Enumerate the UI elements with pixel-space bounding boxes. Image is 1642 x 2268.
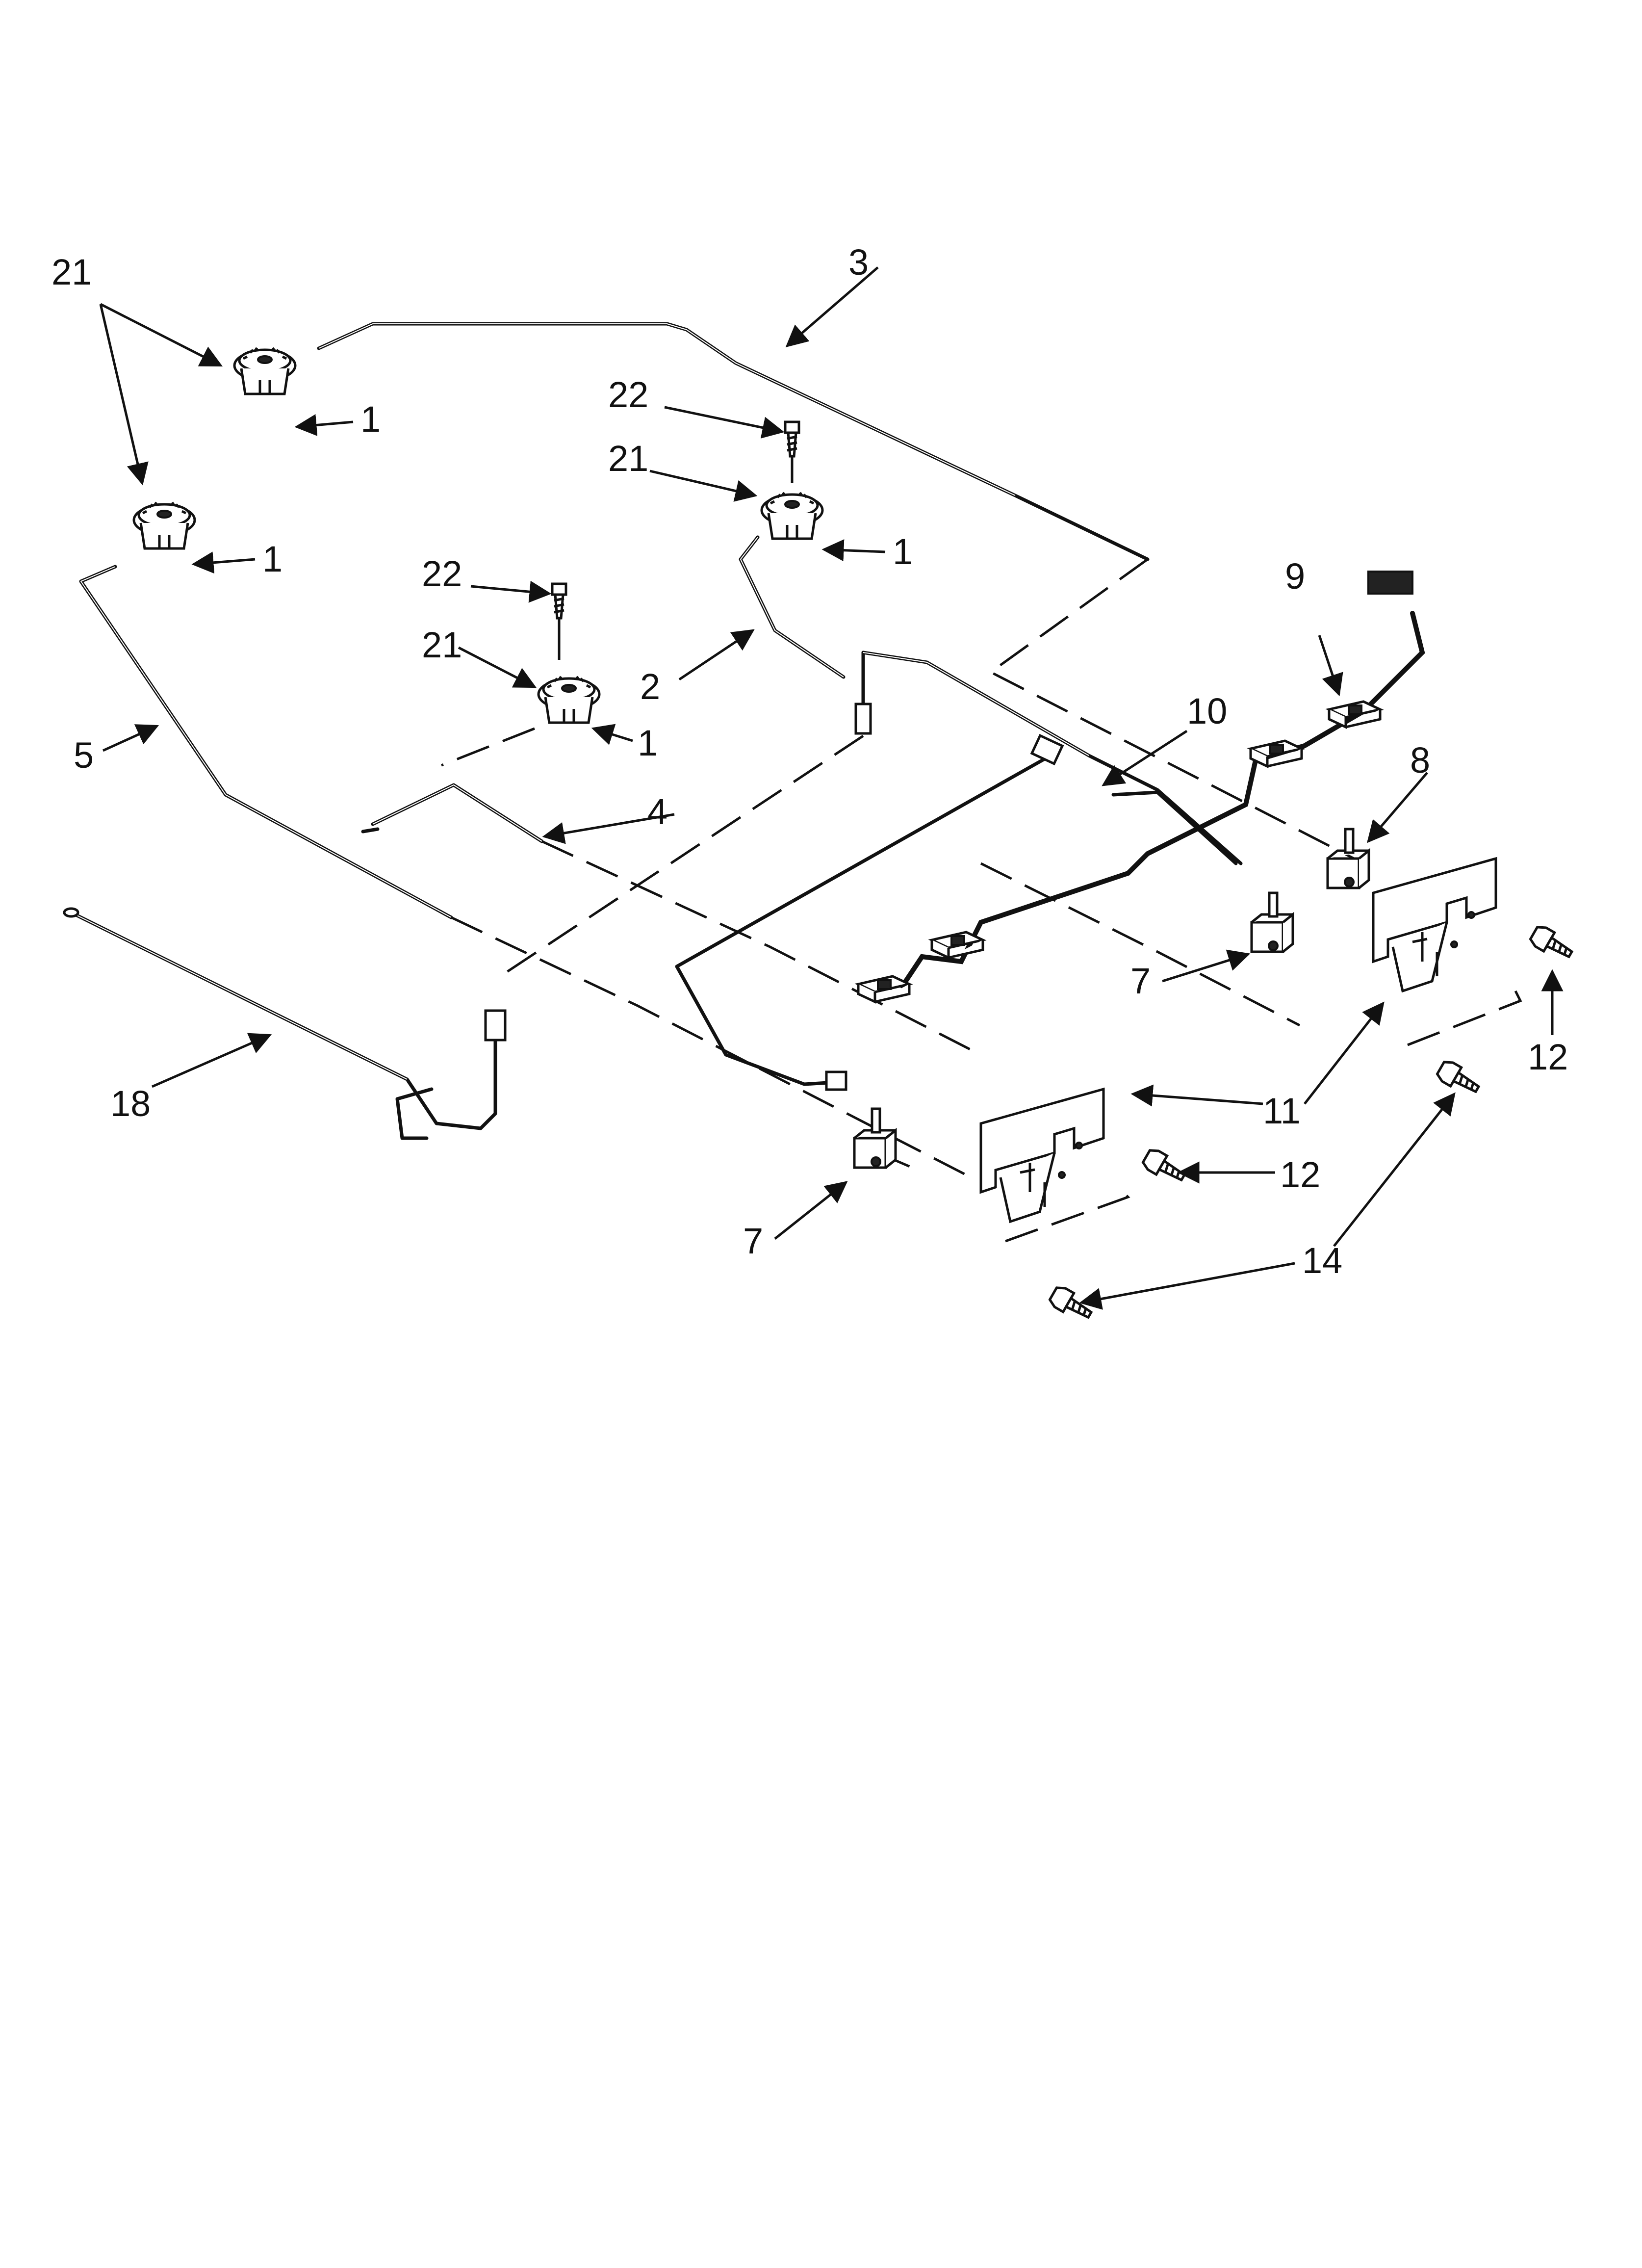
callout-22: 22 xyxy=(608,374,648,415)
callout-2: 2 xyxy=(640,666,660,707)
callout-21: 21 xyxy=(608,438,648,479)
callout-4: 4 xyxy=(647,791,667,832)
tube-4 xyxy=(361,783,544,843)
screw-icon xyxy=(1528,924,1575,964)
burner-icon xyxy=(234,348,295,394)
callout-1: 1 xyxy=(360,399,381,440)
callout-11: 11 xyxy=(1263,1091,1301,1131)
callout-18: 18 xyxy=(110,1083,151,1124)
connector-icon xyxy=(1367,571,1413,595)
callout-7: 7 xyxy=(1130,961,1151,1001)
callouts: 21 3 22 1 21 1 1 22 9 21 2 10 1 5 8 4 7 … xyxy=(51,242,1568,1281)
callout-22: 22 xyxy=(422,553,462,594)
callout-10: 10 xyxy=(1187,691,1227,731)
callout-9: 9 xyxy=(1285,556,1305,597)
callout-7: 7 xyxy=(743,1221,763,1261)
screw-icon xyxy=(1435,1059,1482,1098)
switch-icon xyxy=(932,932,983,958)
bracket-icon xyxy=(981,1089,1103,1222)
screw-icon xyxy=(1048,1284,1095,1324)
assembly-lines xyxy=(441,558,1522,1243)
screw-icon xyxy=(785,422,799,456)
callout-8: 8 xyxy=(1410,740,1430,781)
igniter-harness xyxy=(858,571,1425,1002)
callout-21: 21 xyxy=(51,252,92,292)
leader-lines xyxy=(99,266,1564,1310)
screw-icon xyxy=(1141,1147,1188,1187)
callout-21: 21 xyxy=(422,625,462,665)
burner-icon xyxy=(134,502,195,548)
callout-5: 5 xyxy=(74,735,94,776)
screw-icon xyxy=(552,584,566,618)
callout-1: 1 xyxy=(893,531,913,572)
bracket-icon xyxy=(1373,859,1496,991)
callout-12: 12 xyxy=(1528,1037,1568,1077)
tube-3 xyxy=(317,322,1150,561)
valve-icon xyxy=(1328,829,1369,888)
switch-icon xyxy=(1329,702,1380,727)
callout-3: 3 xyxy=(848,242,869,283)
tube-10 xyxy=(675,651,1243,1091)
valve-icon xyxy=(1252,893,1293,952)
callout-1: 1 xyxy=(638,723,658,763)
valve-icon xyxy=(854,1109,896,1168)
callout-14: 14 xyxy=(1302,1240,1342,1281)
switch-icon xyxy=(1251,741,1302,766)
burner-icon xyxy=(762,493,822,539)
callout-1: 1 xyxy=(262,539,282,579)
switch-icon xyxy=(858,976,909,1002)
tube-18 xyxy=(63,907,507,1140)
callout-12: 12 xyxy=(1280,1154,1320,1195)
tube-2 xyxy=(739,535,846,679)
burner-icon xyxy=(539,677,599,723)
tube-5 xyxy=(79,565,453,919)
